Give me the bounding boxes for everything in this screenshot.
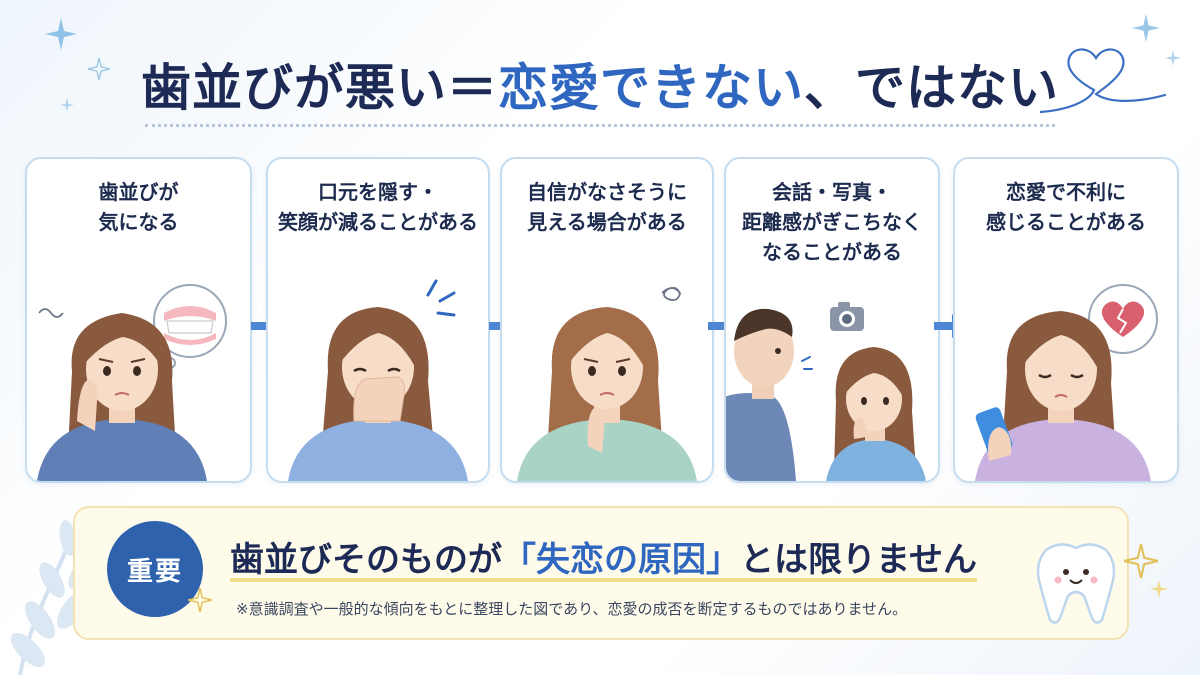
page-title: 歯並びが悪い＝恋愛できない、ではない	[0, 48, 1200, 120]
unconfident-woman-illustration	[517, 286, 697, 481]
sparkle-icon	[188, 588, 212, 612]
headline-pre: 歯並びそのものが	[230, 540, 502, 580]
step-card-5: 恋愛で不利に 感じることがある	[953, 157, 1179, 483]
worried-woman-illustration	[37, 284, 227, 481]
headline-highlight: 「失恋の原因」	[502, 540, 740, 580]
step-3-text: 自信がなさそうに 見える場合がある	[527, 180, 687, 234]
sparkle-icon	[1132, 14, 1160, 42]
headline-post: とは限りません	[740, 540, 977, 580]
sad-woman-phone-illustration	[975, 284, 1158, 481]
heart-line-icon	[1040, 48, 1167, 114]
title-part-2: 、ではない	[804, 59, 1059, 117]
step-card-3: 自信がなさそうに 見える場合がある	[500, 157, 714, 483]
step-4-text: 会話・写真・ 距離感がぎこちなく なることがある	[742, 180, 922, 264]
notice-headline: 歯並びそのものが「失恋の原因」とは限りません	[230, 532, 977, 582]
sparkle-icon	[60, 98, 74, 112]
title-accent: 恋愛できない	[498, 59, 804, 117]
sparkle-icon	[88, 58, 110, 80]
camera-icon	[830, 302, 864, 331]
smiling-tooth-icon	[1036, 543, 1116, 624]
teeth-thought-icon	[164, 306, 216, 345]
hand-covering-mouth-icon	[353, 376, 405, 422]
sparkle-icon	[45, 18, 77, 50]
step-card-1: 歯並びが 気になる	[25, 157, 252, 483]
sparkle-icon	[1150, 580, 1168, 598]
sparkle-icon	[1124, 544, 1158, 578]
important-notice	[73, 506, 1129, 640]
step-card-2: 口元を隠す・ 笑顔が減ることがある	[266, 157, 490, 483]
title-part-1: 歯並びが悪い＝	[141, 59, 498, 117]
broken-heart-icon	[1101, 301, 1145, 337]
awkward-couple-illustration	[726, 302, 926, 481]
important-badge: 重要	[107, 521, 203, 617]
step-2-text: 口元を隠す・ 笑顔が減ることがある	[278, 180, 478, 234]
step-1-text: 歯並びが 気になる	[98, 180, 179, 234]
title-divider	[145, 124, 1055, 127]
disclaimer-footnote: ※意識調査や一般的な傾向をもとに整理した図であり、恋愛の成否を断定するものではあ…	[236, 600, 908, 618]
step-5-text: 恋愛で不利に 感じることがある	[986, 180, 1146, 234]
sparkle-icon	[1165, 50, 1181, 66]
worry-scribble-icon	[661, 286, 681, 302]
step-card-4: 会話・写真・ 距離感がぎこちなく なることがある	[724, 157, 940, 483]
covering-mouth-woman-illustration	[288, 279, 468, 481]
